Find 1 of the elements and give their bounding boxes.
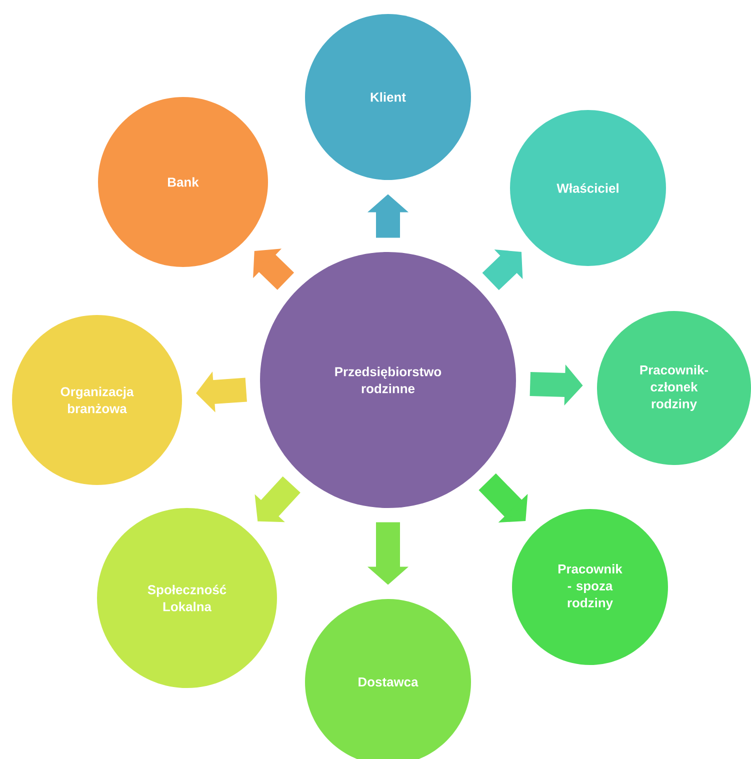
- block-arrow: [478, 473, 528, 522]
